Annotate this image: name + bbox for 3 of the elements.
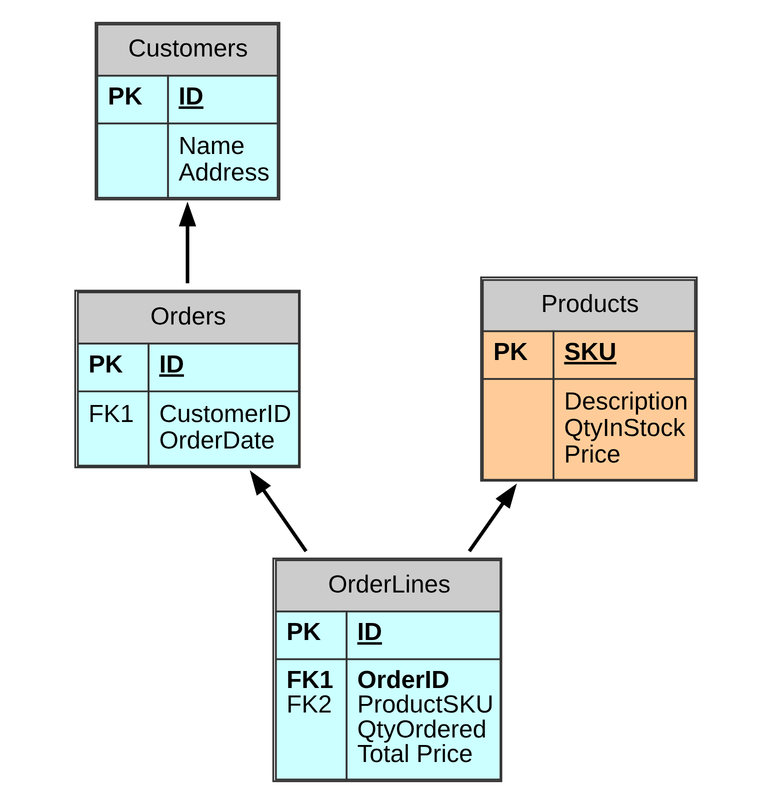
arrow [249, 470, 307, 552]
arrow [467, 483, 516, 552]
arrow [178, 202, 196, 284]
